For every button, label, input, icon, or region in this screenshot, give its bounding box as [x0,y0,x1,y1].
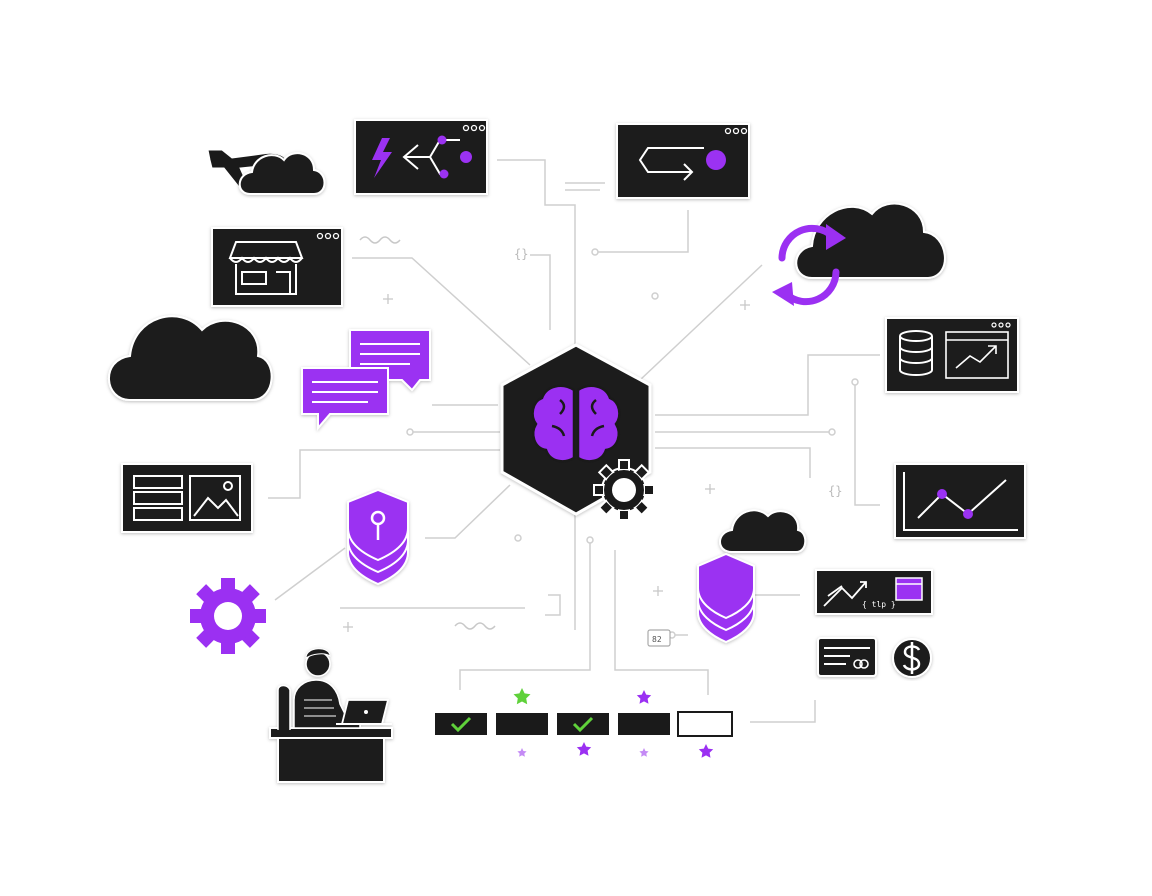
cloud-icon [795,202,946,279]
progress-step [494,711,550,737]
decorative-stars [513,688,714,758]
sync-arrowheads [772,224,846,306]
progress-step [555,711,611,737]
progress-step [616,711,672,737]
cloud-icon [238,152,326,195]
star-icon [636,690,652,704]
star-icon [576,742,592,756]
gear-icon[interactable] [190,578,266,654]
credit-card-icon[interactable] [817,637,877,677]
redirect-icon [638,147,704,181]
usb-label: 82 [652,635,662,644]
gear-icon [593,459,655,521]
workflow-window[interactable] [354,119,488,195]
progress-step [433,711,489,737]
star-icon [517,748,527,757]
connector-lines [268,159,880,723]
storefront-icon [228,241,304,295]
sparkle-crosses [343,294,750,632]
dollar-icon[interactable] [892,638,932,678]
shield-icon[interactable] [697,552,755,644]
redirect-window[interactable] [616,123,750,199]
code-brace-left: {} [514,247,528,261]
chat-icon[interactable] [301,329,431,431]
star-icon [639,748,649,757]
storefront-window[interactable] [211,227,343,307]
check-icon [450,716,472,733]
cloud-icon [719,509,807,553]
line-chart-window[interactable] [894,463,1026,539]
snippet-label: { tlp } [862,600,896,609]
progress-steps [433,711,733,737]
star-icon [513,688,531,705]
star-icon [698,744,714,758]
brain-icon [531,384,621,463]
central-ai-hub[interactable] [500,343,655,521]
database-icon [899,330,933,376]
line-chart-icon [903,472,1018,531]
person-at-desk-icon [269,648,393,783]
shield-icon[interactable] [347,488,409,586]
squiggles [359,236,496,630]
cloud-icon [108,315,273,401]
media-layout-icon [133,475,241,521]
check-icon [572,716,594,733]
progress-step [677,711,733,737]
lightning-icon [372,138,392,178]
code-brace-right: {} [828,484,842,498]
trend-snippet-window[interactable]: { tlp } [815,569,933,615]
media-layout-window[interactable] [121,463,253,533]
database-chart-window[interactable] [885,317,1019,393]
usb-icon: 82 [647,629,671,647]
